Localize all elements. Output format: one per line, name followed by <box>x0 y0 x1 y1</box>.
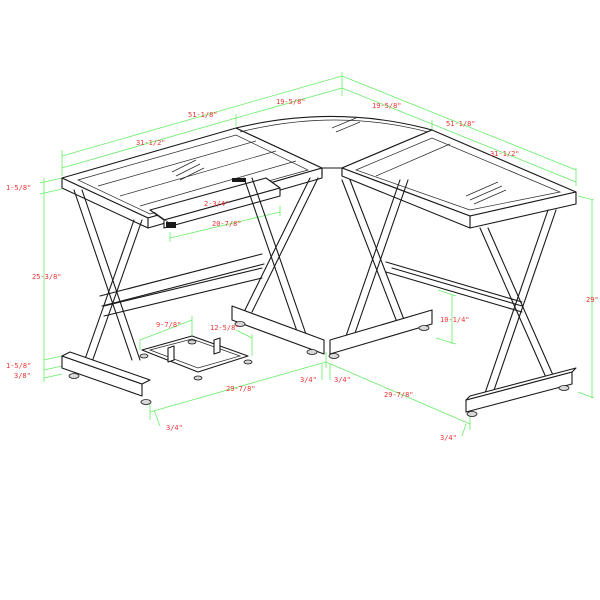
label-keyboard-tray-height: 2-3/4" <box>204 200 229 208</box>
label-cpu-stand-width: 9-7/8" <box>156 321 181 329</box>
label-left-corner-segment: 19-5/8" <box>276 98 306 106</box>
label-right-top-depth-run: 31-1/2" <box>490 150 520 158</box>
label-keyboard-tray-width: 20-7/8" <box>212 220 242 228</box>
left-stretchers <box>99 253 265 317</box>
right-wing-top <box>341 129 577 229</box>
label-right-foot-offset: 3/4" <box>440 434 457 442</box>
label-right-corner-segment: 19-5/8" <box>372 102 402 110</box>
label-left-base-span: 29-7/8" <box>226 385 256 393</box>
label-left-foot-offset: 3/4" <box>166 424 183 432</box>
label-overall-height: 29" <box>586 296 599 304</box>
label-top-thickness: 1-5/8" <box>6 184 31 192</box>
label-leg-height-left: 25-3/8" <box>32 273 62 281</box>
label-foot-height: 3/8" <box>14 372 31 380</box>
label-corner-foot-offset-left: 3/4" <box>300 376 317 384</box>
label-left-top-depth-run: 31-1/2" <box>136 139 166 147</box>
cpu-stand <box>139 335 253 381</box>
label-base-rail-height: 1-5/8" <box>6 362 31 370</box>
label-cpu-stand-depth: 12-5/8" <box>210 324 240 332</box>
label-stretcher-height: 10-1/4" <box>440 316 470 324</box>
label-left-overall-length: 51-1/8" <box>188 111 218 119</box>
left-end-legs <box>61 189 152 405</box>
label-right-base-span: 29-7/8" <box>384 391 414 399</box>
dimension-labels: 51-1/8" 31-1/2" 19-5/8" 19-5/8" 51-1/8" … <box>6 98 599 442</box>
right-end-legs <box>465 209 577 417</box>
corner-legs <box>231 177 433 359</box>
label-corner-foot-offset-right: 3/4" <box>334 376 351 384</box>
label-right-overall-length: 51-1/8" <box>446 120 476 128</box>
desk-drawing <box>61 115 577 417</box>
right-stretchers <box>385 261 523 313</box>
